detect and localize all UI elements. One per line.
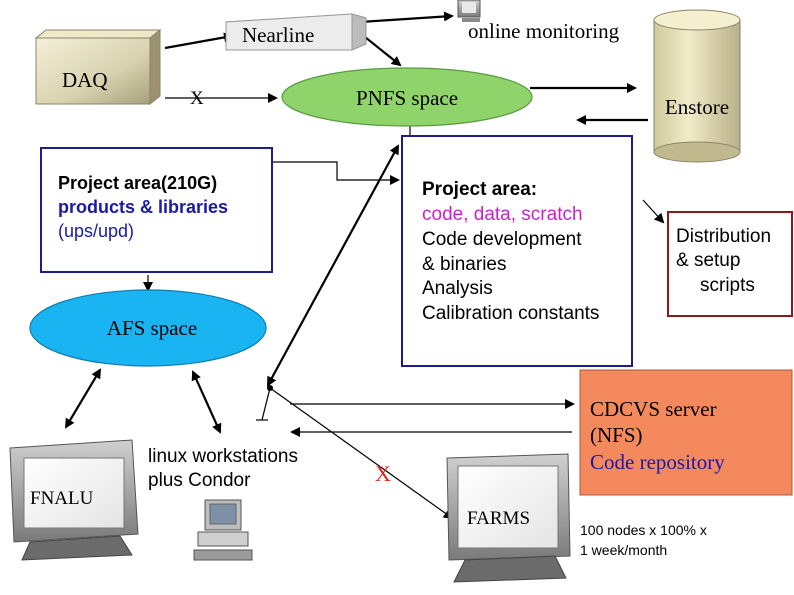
fnalu-node: FNALU <box>9 439 139 561</box>
distribution-line-2: & setup <box>676 250 740 271</box>
project-right-line-1: Project area: <box>422 179 537 200</box>
arrow-afs-fnalu <box>64 368 102 429</box>
x-mark-bottom: X <box>375 461 391 486</box>
distribution-node: Distribution & setup scripts <box>667 211 793 317</box>
project-right-line-3: Code development <box>422 229 582 250</box>
nearline-node: Nearline <box>225 13 367 51</box>
arrow-nearline-to-monitoring <box>359 11 454 24</box>
pnfs-node: PNFS space <box>281 67 533 127</box>
cdcvs-line-1: CDCVS server <box>590 397 717 421</box>
x-mark-top: X <box>190 88 204 109</box>
online-monitoring-label: online monitoring <box>468 19 620 43</box>
arrow-afs-linux <box>191 370 222 434</box>
project-left-line-1: Project area(210G) <box>58 173 217 193</box>
arrow-to-distribution <box>642 199 665 224</box>
linux-line-2: plus Condor <box>148 470 251 491</box>
project-right-line-4: & binaries <box>422 254 507 275</box>
arrow-daq-to-nearline <box>164 32 234 50</box>
farms-note-line-1: 100 nodes x 100% x <box>580 522 707 538</box>
project-area-left: Project area(210G) products & libraries … <box>40 147 273 273</box>
workstation-icon <box>193 499 253 561</box>
enstore-node: Enstore <box>653 9 741 163</box>
arrow-workstations-project <box>267 144 399 387</box>
afs-label: AFS space <box>107 316 197 340</box>
farms-label: FARMS <box>467 508 530 529</box>
project-area-right: Project area: code, data, scratch Code d… <box>401 135 633 367</box>
cdcvs-line-2: (NFS) <box>590 423 643 447</box>
fnalu-label: FNALU <box>30 488 94 509</box>
daq-node: DAQ <box>34 28 162 106</box>
project-right-line-2: code, data, scratch <box>422 204 583 225</box>
daq-label: DAQ <box>62 68 108 92</box>
farms-node: FARMS <box>446 453 571 583</box>
online-monitoring-node: online monitoring <box>457 0 620 43</box>
junction-dot <box>267 385 273 391</box>
connectors <box>64 11 665 520</box>
cdcvs-line-3: Code repository <box>590 450 725 474</box>
nearline-label: Nearline <box>242 23 314 47</box>
distribution-line-1: Distribution <box>676 226 771 247</box>
project-left-line-3: (ups/upd) <box>58 221 134 241</box>
arrow-stub <box>261 387 271 421</box>
afs-node: AFS space <box>29 289 267 367</box>
linux-line-1: linux workstations <box>148 446 298 467</box>
enstore-label: Enstore <box>665 95 729 119</box>
distribution-line-3: scripts <box>700 275 755 296</box>
project-right-line-6: Calibration constants <box>422 303 599 324</box>
linux-node: linux workstations plus Condor <box>148 446 298 561</box>
cdcvs-node: CDCVS server (NFS) Code repository <box>579 369 793 496</box>
farms-note-line-2: 1 week/month <box>580 542 667 558</box>
project-left-line-2: products & libraries <box>58 197 228 217</box>
pnfs-label: PNFS space <box>356 86 458 110</box>
arrow-to-farms <box>269 387 454 520</box>
project-right-line-5: Analysis <box>422 278 493 299</box>
